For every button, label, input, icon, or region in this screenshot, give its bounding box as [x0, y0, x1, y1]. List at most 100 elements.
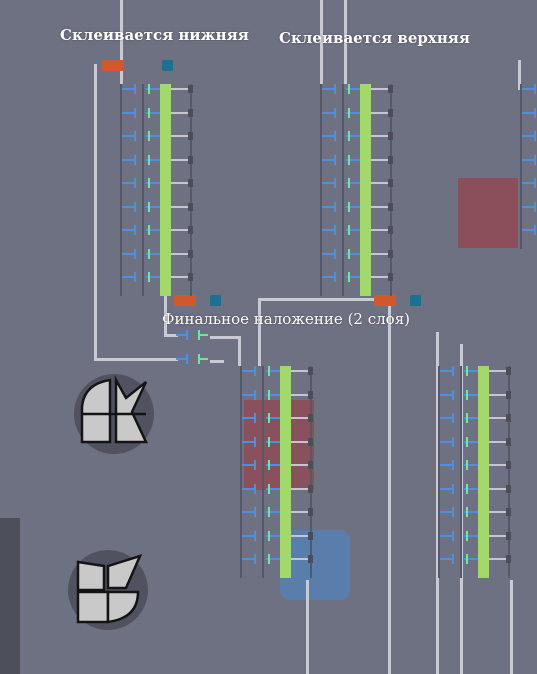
input-pin	[322, 88, 336, 90]
input-pin-cap	[134, 84, 136, 94]
input-pin	[146, 111, 160, 114]
stack-rail	[190, 84, 192, 296]
input-pin	[522, 229, 536, 231]
output-pin-cap	[268, 460, 270, 470]
input-pin-cap	[134, 131, 136, 141]
input-pin	[346, 88, 360, 90]
input-pin	[464, 393, 478, 396]
input-pin	[322, 135, 336, 137]
output-pin-cap	[268, 507, 270, 517]
input-pin-cap	[134, 107, 136, 118]
splitter[interactable]	[170, 330, 210, 366]
output-port	[388, 273, 393, 281]
input-pin	[322, 111, 336, 114]
input-pin	[522, 88, 536, 90]
input-pin	[346, 158, 360, 161]
wire[interactable]	[164, 334, 178, 337]
wire[interactable]	[258, 298, 261, 366]
input-pin	[266, 393, 280, 396]
output-pin-cap	[348, 225, 350, 235]
wire[interactable]	[120, 0, 123, 84]
wire[interactable]	[518, 60, 521, 90]
input-pin-cap	[254, 530, 256, 541]
input-pin	[122, 229, 136, 231]
input-pin	[122, 88, 136, 90]
wire[interactable]	[164, 296, 167, 336]
orange-gate[interactable]	[174, 295, 196, 306]
output-pin-cap	[348, 84, 350, 94]
input-pin	[440, 370, 454, 372]
input-pin-cap	[254, 366, 256, 376]
wire[interactable]	[388, 298, 391, 674]
wire[interactable]	[436, 332, 439, 674]
cut-shape-icon[interactable]	[70, 372, 160, 462]
label-final-overlay: Финальное наложение (2 слоя)	[162, 310, 411, 328]
output-port	[506, 414, 511, 422]
wire[interactable]	[320, 0, 323, 84]
output-pin-cap	[466, 530, 468, 541]
input-pin-cap	[134, 178, 136, 188]
input-pin	[322, 229, 336, 231]
input-pin	[146, 182, 160, 184]
output-pin-cap	[148, 154, 150, 165]
output-pin-cap	[348, 131, 350, 141]
input-pin	[266, 370, 280, 372]
output-pin	[291, 417, 309, 419]
cut-shape-icon[interactable]	[64, 548, 154, 634]
wire[interactable]	[344, 0, 347, 84]
wire[interactable]	[238, 336, 241, 366]
output-pin	[371, 229, 389, 231]
wire[interactable]	[94, 358, 178, 361]
output-pin-cap	[268, 413, 270, 423]
input-pin	[464, 534, 478, 537]
input-pin-cap	[334, 201, 336, 212]
input-pin	[266, 534, 280, 537]
input-pin-cap	[186, 354, 188, 364]
output-pin	[371, 205, 389, 208]
input-pin	[346, 135, 360, 137]
blue-gate[interactable]	[162, 60, 173, 71]
input-pin	[522, 111, 536, 114]
input-pin-cap	[534, 178, 536, 188]
input-pin	[346, 205, 360, 208]
input-pin	[464, 417, 478, 419]
output-pin	[198, 334, 208, 336]
input-pin-cap	[452, 366, 454, 376]
orange-gate[interactable]	[374, 295, 396, 306]
input-pin	[122, 252, 136, 255]
input-pin-cap	[534, 225, 536, 235]
output-pin-cap	[268, 554, 270, 564]
input-pin-cap	[334, 248, 336, 259]
input-pin-cap	[254, 554, 256, 564]
output-port	[308, 484, 313, 493]
output-pin	[371, 88, 389, 90]
wire[interactable]	[306, 580, 309, 674]
output-port	[188, 85, 193, 93]
output-pin	[291, 534, 309, 537]
blue-gate[interactable]	[410, 295, 421, 306]
input-pin	[242, 440, 256, 443]
input-pin	[242, 558, 256, 560]
input-pin-cap	[134, 225, 136, 235]
wire[interactable]	[94, 64, 97, 360]
output-pin-cap	[148, 201, 150, 212]
orange-gate[interactable]	[102, 60, 124, 71]
output-port	[308, 508, 313, 516]
stack-rail	[240, 366, 242, 578]
output-port	[188, 202, 193, 211]
wire[interactable]	[258, 298, 378, 301]
output-pin	[489, 417, 507, 419]
wire[interactable]	[210, 336, 240, 339]
output-port	[308, 390, 313, 399]
output-pin-cap	[148, 225, 150, 235]
wire[interactable]	[510, 580, 513, 674]
input-pin-cap	[534, 201, 536, 212]
wire[interactable]	[210, 360, 224, 363]
output-pin	[291, 370, 309, 372]
output-pin	[171, 182, 189, 184]
input-pin	[122, 182, 136, 184]
output-pin-cap	[268, 389, 270, 400]
output-port	[188, 179, 193, 187]
input-pin	[266, 417, 280, 419]
blue-gate[interactable]	[210, 295, 221, 306]
